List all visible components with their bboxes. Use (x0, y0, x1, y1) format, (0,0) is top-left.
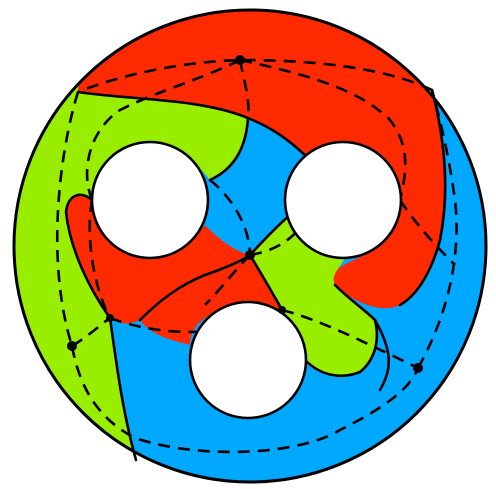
vertex-lower-left (106, 314, 114, 322)
hole-right (285, 142, 401, 258)
vertex-top (235, 55, 245, 65)
vertex-center (245, 250, 255, 260)
vertex-lower-center (278, 306, 286, 314)
vertex-left (67, 341, 77, 351)
hole-bottom (190, 302, 306, 418)
vertex-right (413, 363, 423, 373)
hole-left (92, 142, 208, 258)
